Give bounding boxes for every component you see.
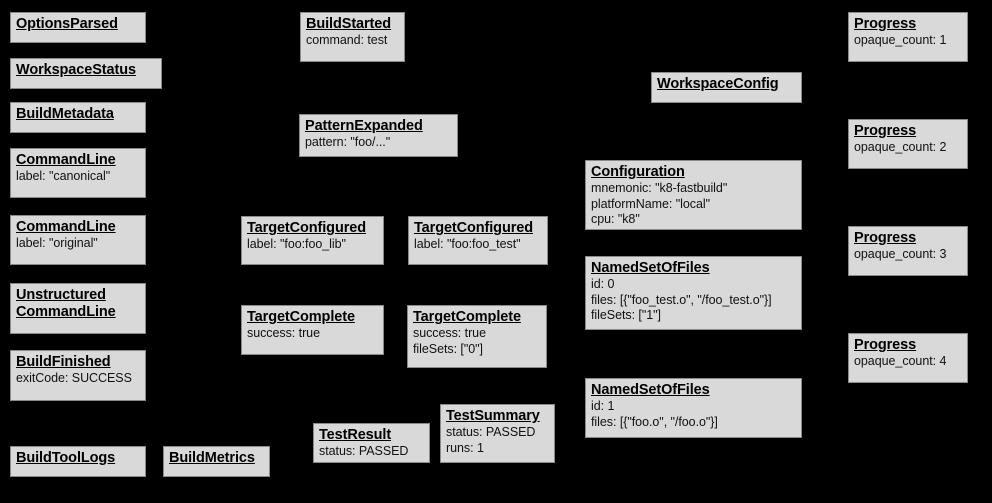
node-field: fileSets: ["1"] xyxy=(591,308,661,322)
node-title: BuildMetrics xyxy=(169,450,255,466)
node-workspace-status[interactable]: WorkspaceStatus xyxy=(10,58,162,89)
node-fields: label: "canonical" xyxy=(16,169,140,185)
node-title: Progress xyxy=(854,230,917,246)
node-fields: opaque_count: 2 xyxy=(854,140,962,156)
node-title: TestSummary xyxy=(446,408,540,424)
node-fields: pattern: "foo/..." xyxy=(305,135,452,151)
node-title: BuildToolLogs xyxy=(16,450,116,466)
node-title: Configuration xyxy=(591,164,685,180)
node-field: opaque_count: 2 xyxy=(854,140,947,154)
node-title: WorkspaceStatus xyxy=(16,62,136,78)
node-build-metadata[interactable]: BuildMetadata xyxy=(10,102,146,133)
node-fields: opaque_count: 4 xyxy=(854,354,962,370)
node-field: opaque_count: 3 xyxy=(854,247,947,261)
node-field: label: "foo:foo_lib" xyxy=(247,237,346,251)
node-title: CommandLine xyxy=(16,219,116,235)
node-fields: success: true xyxy=(247,326,378,342)
node-title: WorkspaceConfig xyxy=(657,76,779,92)
node-field: cpu: "k8" xyxy=(591,212,640,226)
node-field: status: PASSED xyxy=(319,444,409,458)
node-field: success: true xyxy=(413,326,486,340)
node-field: exitCode: SUCCESS xyxy=(16,371,132,385)
node-field: fileSets: ["0"] xyxy=(413,341,483,356)
node-field: platformName: "local" xyxy=(591,196,710,211)
node-field: mnemonic: "k8-fastbuild" xyxy=(591,181,728,195)
node-fields: label: "foo:foo_test" xyxy=(414,237,542,253)
node-title: NamedSetOfFiles xyxy=(591,382,710,398)
node-title: OptionsParsed xyxy=(16,16,118,32)
node-field: opaque_count: 4 xyxy=(854,354,947,368)
node-title: CommandLine xyxy=(16,152,116,168)
node-fields: mnemonic: "k8-fastbuild"platformName: "l… xyxy=(591,181,796,228)
node-title: TargetComplete xyxy=(247,309,355,325)
node-title: Progress xyxy=(854,123,917,139)
node-field: command: test xyxy=(306,33,388,47)
node-field: id: 0 xyxy=(591,277,615,291)
node-title: Progress xyxy=(854,16,917,32)
node-field: label: "original" xyxy=(16,236,98,250)
node-title: Progress xyxy=(854,337,917,353)
node-fields: command: test xyxy=(306,33,399,49)
node-fields: opaque_count: 3 xyxy=(854,247,962,263)
node-title: BuildFinished xyxy=(16,354,111,370)
node-unstructured-command-line[interactable]: Unstructured CommandLine xyxy=(10,283,146,334)
node-title: Unstructured CommandLine xyxy=(16,287,116,320)
node-fields: opaque_count: 1 xyxy=(854,33,962,49)
node-title: TargetComplete xyxy=(413,309,521,325)
node-fields: label: "original" xyxy=(16,236,140,252)
node-field: opaque_count: 1 xyxy=(854,33,947,47)
node-title: PatternExpanded xyxy=(305,118,423,134)
node-fields: label: "foo:foo_lib" xyxy=(247,237,378,253)
node-field: success: true xyxy=(247,326,320,340)
node-field: runs: 1 xyxy=(446,440,484,455)
node-title: BuildMetadata xyxy=(16,106,114,122)
node-title: TargetConfigured xyxy=(414,220,533,236)
node-field: id: 1 xyxy=(591,399,615,413)
node-fields: status: PASSED xyxy=(319,444,424,460)
node-field: files: [{"foo_test.o", "/foo_test.o"}] xyxy=(591,292,772,307)
node-field: label: "canonical" xyxy=(16,169,111,183)
node-build-metrics[interactable]: BuildMetrics xyxy=(163,446,270,477)
node-field: pattern: "foo/..." xyxy=(305,135,391,149)
node-fields: exitCode: SUCCESS xyxy=(16,371,140,387)
node-title: BuildStarted xyxy=(306,16,392,32)
node-title: NamedSetOfFiles xyxy=(591,260,710,276)
node-title: TestResult xyxy=(319,427,392,443)
node-build-tool-logs[interactable]: BuildToolLogs xyxy=(10,446,146,477)
node-field: label: "foo:foo_test" xyxy=(414,237,521,251)
node-options-parsed[interactable]: OptionsParsed xyxy=(10,12,146,43)
node-field: files: [{"foo.o", "/foo.o"}] xyxy=(591,414,718,429)
node-workspace-config[interactable]: WorkspaceConfig xyxy=(651,72,802,103)
node-field: status: PASSED xyxy=(446,425,536,439)
node-title: TargetConfigured xyxy=(247,220,366,236)
